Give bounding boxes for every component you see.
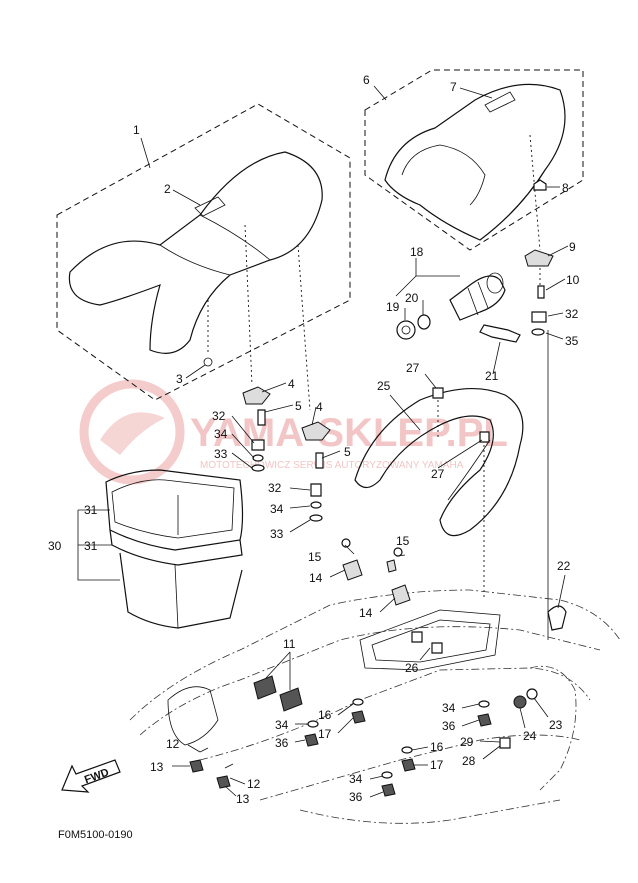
- callout-6: 6: [363, 73, 370, 87]
- callout-24: 24: [523, 729, 537, 743]
- callout-15a: 15: [308, 550, 322, 564]
- callout-34e: 34: [349, 772, 363, 786]
- front-seat-assembly: [56, 103, 351, 411]
- callout-30: 30: [48, 539, 62, 553]
- storage-box: [105, 469, 244, 629]
- fwd-arrow-icon: FWD: [61, 759, 121, 793]
- grab-handle: [354, 387, 524, 600]
- seat-brackets: [242, 386, 331, 522]
- callout-23: 23: [549, 718, 563, 732]
- callout-5a: 5: [295, 399, 302, 413]
- callout-17a: 17: [318, 727, 332, 741]
- callout-16b: 16: [430, 740, 444, 754]
- callout-28: 28: [462, 754, 476, 768]
- lower-fasteners: [189, 605, 567, 797]
- callout-36c: 36: [349, 790, 363, 804]
- callout-labels: 1 2 3 4 4 5 5 6 7 8 9 10 11 12 12 13 13 …: [48, 73, 580, 806]
- callout-27a: 27: [406, 361, 420, 375]
- callout-4a: 4: [288, 377, 295, 391]
- callout-29: 29: [460, 735, 474, 749]
- mount-parts: [253, 538, 443, 712]
- callout-19: 19: [386, 300, 400, 314]
- callout-32c: 32: [565, 307, 579, 321]
- callout-31a: 31: [84, 503, 98, 517]
- figure-code: F0M5100-0190: [58, 829, 133, 841]
- callout-13a: 13: [150, 760, 164, 774]
- callout-10: 10: [566, 273, 580, 287]
- callout-3: 3: [176, 372, 183, 386]
- callout-17b: 17: [430, 758, 444, 772]
- callout-32a: 32: [212, 409, 226, 423]
- callout-11: 11: [283, 637, 296, 651]
- callout-13b: 13: [236, 792, 250, 806]
- callout-22: 22: [557, 559, 571, 573]
- callout-4b: 4: [316, 400, 323, 414]
- callout-31b: 31: [84, 539, 98, 553]
- callout-12a: 12: [166, 737, 180, 751]
- callout-16a: 16: [318, 708, 332, 722]
- callout-18: 18: [410, 245, 424, 259]
- duct-assembly: [396, 272, 521, 343]
- callout-20: 20: [405, 291, 419, 305]
- callout-36b: 36: [442, 719, 456, 733]
- callout-1: 1: [133, 123, 140, 137]
- callout-34a: 34: [214, 427, 228, 441]
- latch-parts-right: [524, 249, 554, 640]
- callout-36a: 36: [275, 736, 289, 750]
- callout-8: 8: [562, 181, 569, 195]
- leader-lines: [77, 85, 569, 798]
- callout-32b: 32: [268, 481, 282, 495]
- callout-33b: 33: [270, 527, 284, 541]
- watermark-tagline: MOTOTECHOWICZ SERWIS AUTORYZOWANY YAMAHA: [200, 460, 464, 471]
- callout-34c: 34: [275, 718, 289, 732]
- hull-deck: [129, 589, 621, 824]
- callout-25: 25: [377, 379, 391, 393]
- callout-27b: 27: [431, 467, 445, 481]
- callout-14a: 14: [309, 571, 323, 585]
- watermark: YAMA-SKLEP.PL MOTOTECHOWICZ SERWIS AUTOR…: [79, 379, 508, 485]
- callout-5b: 5: [344, 445, 351, 459]
- callout-14b: 14: [359, 606, 373, 620]
- callout-2: 2: [164, 182, 171, 196]
- callout-26: 26: [405, 661, 419, 675]
- callout-34b: 34: [270, 502, 284, 516]
- callout-12b: 12: [247, 777, 261, 791]
- callout-15b: 15: [396, 534, 410, 548]
- callout-21: 21: [485, 369, 499, 383]
- callout-9: 9: [569, 240, 576, 254]
- rear-seat-assembly: [364, 69, 584, 251]
- callout-33a: 33: [214, 447, 228, 461]
- callout-7: 7: [450, 80, 457, 94]
- callout-34d: 34: [442, 701, 456, 715]
- callout-35: 35: [565, 334, 579, 348]
